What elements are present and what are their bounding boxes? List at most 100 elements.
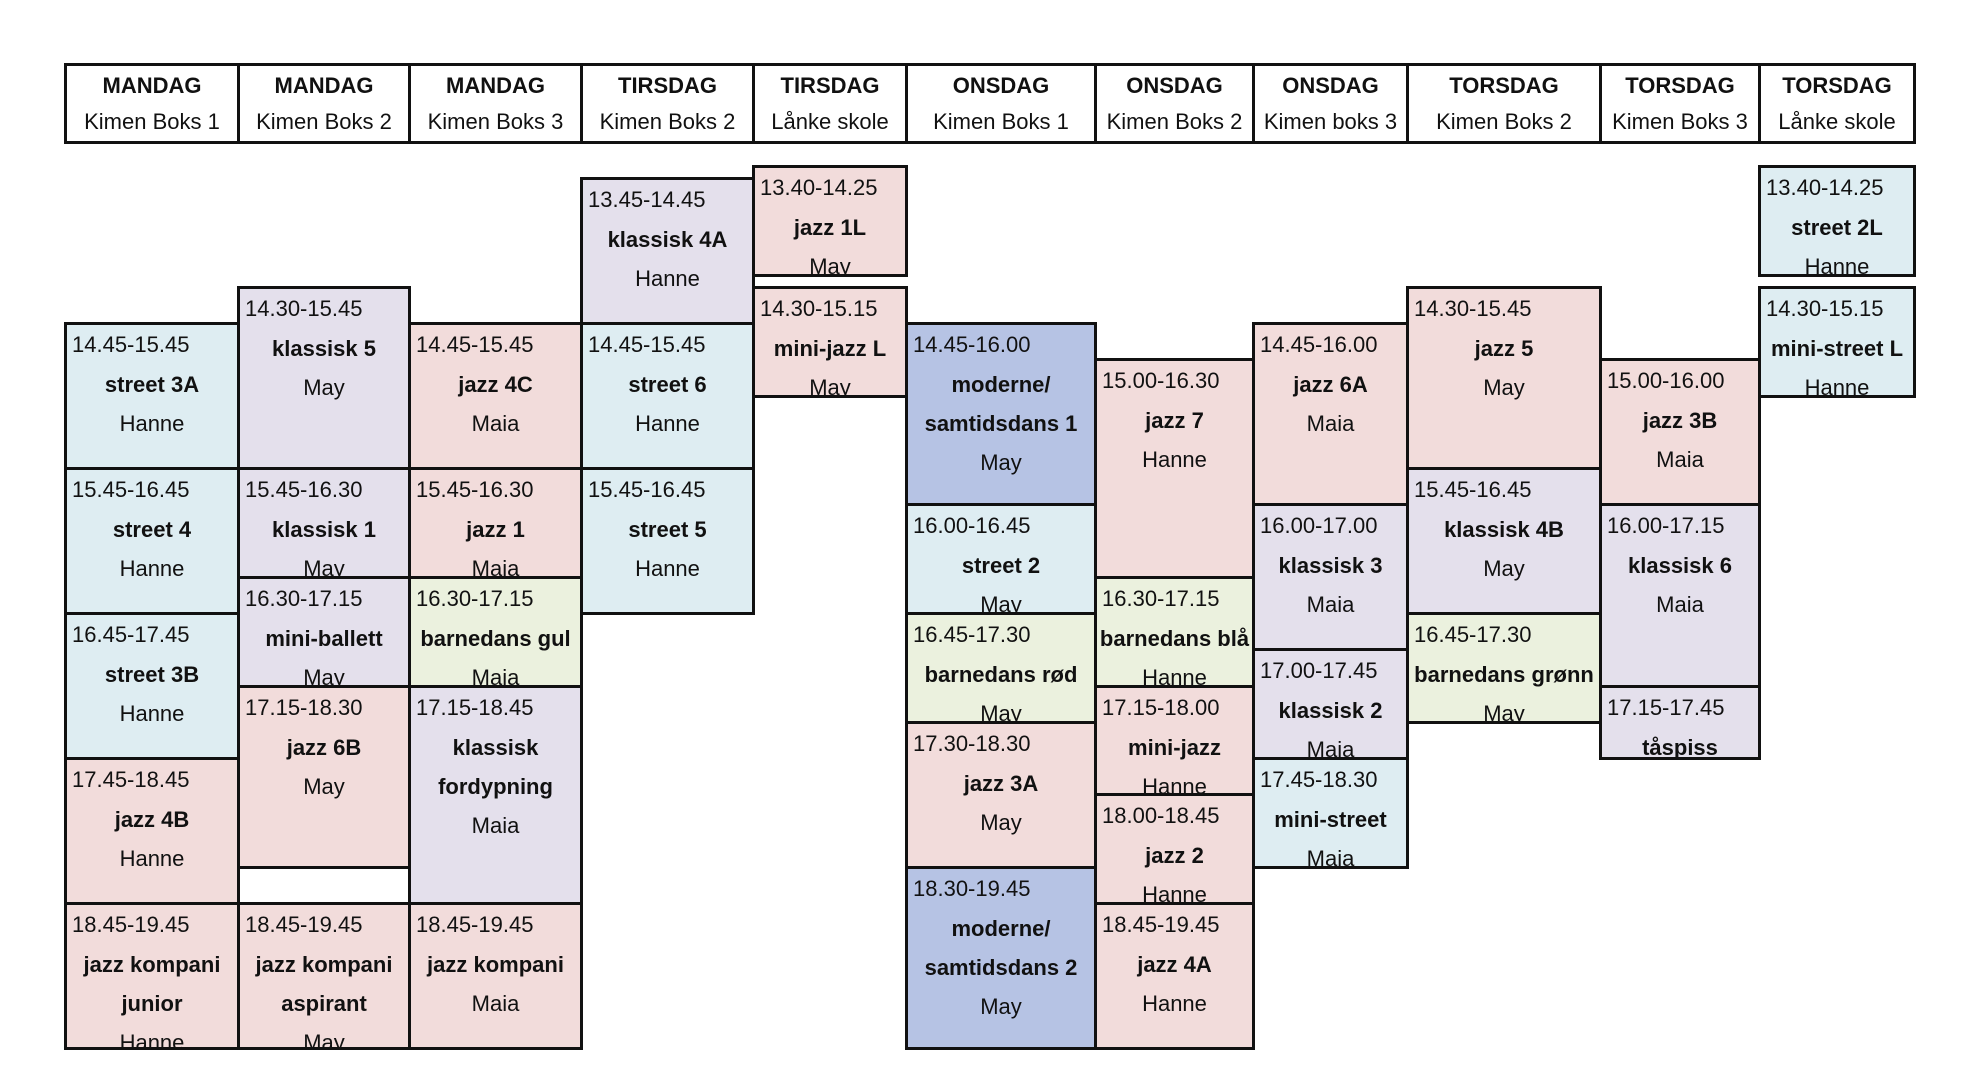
class-name: jazz 1L: [793, 215, 867, 240]
class-time: 18.00-18.45: [1102, 803, 1220, 828]
header-day: TIRSDAG: [618, 72, 717, 98]
class-teacher: May: [303, 1030, 345, 1050]
class-teacher: Hanne: [1804, 254, 1870, 277]
class-name: barnedans rød: [924, 662, 1078, 687]
class-name: mini-ballett: [265, 626, 383, 651]
class-teacher: May: [303, 375, 345, 400]
class-block: 15.45-16.30 klassisk 1 May: [237, 467, 411, 579]
header-room: Kimen boks 3: [1263, 108, 1398, 134]
class-time: 17.15-18.45: [416, 695, 534, 720]
class-name: jazz 3A: [963, 771, 1039, 796]
header-room: Kimen Boks 1: [84, 108, 220, 134]
class-name: street 4: [112, 517, 192, 542]
class-time: 15.45-16.45: [588, 477, 706, 502]
class-name: samtidsdans 2: [924, 955, 1078, 980]
class-time: 18.45-19.45: [416, 912, 534, 937]
class-teacher: May: [303, 556, 345, 579]
header-day: ONSDAG: [952, 72, 1050, 98]
class-teacher: Hanne: [119, 411, 185, 436]
class-time: 13.40-14.25: [1766, 175, 1884, 200]
class-name: tåspiss: [1642, 735, 1718, 760]
class-time: 16.45-17.30: [1414, 622, 1532, 647]
class-teacher: Maia: [471, 665, 520, 688]
class-name: moderne/: [951, 916, 1051, 941]
class-time: 16.00-17.00: [1260, 513, 1378, 538]
header-room: Kimen Boks 3: [427, 108, 564, 134]
class-time: 16.30-17.15: [245, 586, 363, 611]
class-time: 15.45-16.45: [1414, 477, 1532, 502]
class-teacher: Hanne: [1804, 375, 1870, 398]
class-time: 16.45-17.30: [913, 622, 1031, 647]
header-room: Lånke skole: [771, 108, 889, 134]
class-name: klassisk 4A: [607, 227, 728, 252]
class-name: jazz kompani: [83, 952, 221, 977]
class-time: 18.45-19.45: [1102, 912, 1220, 937]
class-teacher: Hanne: [119, 556, 185, 581]
class-teacher: May: [1483, 375, 1525, 400]
class-teacher: May: [980, 994, 1022, 1019]
class-time: 14.45-16.00: [1260, 332, 1378, 357]
class-time: 13.40-14.25: [760, 175, 878, 200]
class-time: 16.30-17.15: [1102, 586, 1220, 611]
class-teacher: Maia: [1656, 447, 1704, 472]
class-time: 14.45-15.45: [416, 332, 534, 357]
class-teacher: May: [980, 592, 1022, 615]
class-teacher: Hanne: [1142, 774, 1207, 796]
class-teacher: May: [980, 810, 1022, 835]
class-teacher: May: [1483, 701, 1525, 724]
header-room: Kimen Boks 2: [1106, 108, 1243, 134]
class-time: 14.45-16.00: [913, 332, 1031, 357]
class-name: jazz 4B: [114, 807, 190, 832]
column-header: ONSDAG Kimen boks 3: [1252, 63, 1409, 144]
class-teacher: Maia: [1306, 592, 1355, 617]
class-time: 14.30-15.45: [1414, 296, 1532, 321]
class-time: 17.30-18.30: [913, 731, 1031, 756]
class-name: mini-street: [1274, 807, 1387, 832]
class-teacher: May: [303, 774, 345, 799]
class-name: mini-jazz: [1128, 735, 1221, 760]
class-name: mini-street L: [1770, 336, 1904, 361]
class-teacher: May: [1483, 556, 1525, 581]
class-teacher: Maia: [471, 411, 520, 436]
class-name: klassisk: [452, 735, 539, 760]
class-time: 17.15-18.00: [1102, 695, 1220, 720]
header-room: Kimen Boks 1: [933, 108, 1069, 134]
class-teacher: May: [980, 450, 1022, 475]
class-teacher: Hanne: [1142, 665, 1207, 688]
class-name: klassisk 1: [272, 517, 376, 542]
class-name: samtidsdans 1: [924, 411, 1078, 436]
class-time: 15.45-16.30: [245, 477, 363, 502]
class-time: 15.00-16.30: [1102, 368, 1220, 393]
class-time: 14.30-15.15: [1766, 296, 1884, 321]
header-day: ONSDAG: [1282, 72, 1379, 98]
class-teacher: Maia: [1306, 846, 1355, 869]
class-time: 13.45-14.45: [588, 187, 706, 212]
class-name: jazz 7: [1145, 408, 1204, 433]
class-teacher: Hanne: [1142, 991, 1207, 1016]
header-day: TORSDAG: [1625, 72, 1735, 98]
class-time: 17.15-17.45: [1607, 695, 1725, 720]
class-name: jazz 6B: [286, 735, 362, 760]
